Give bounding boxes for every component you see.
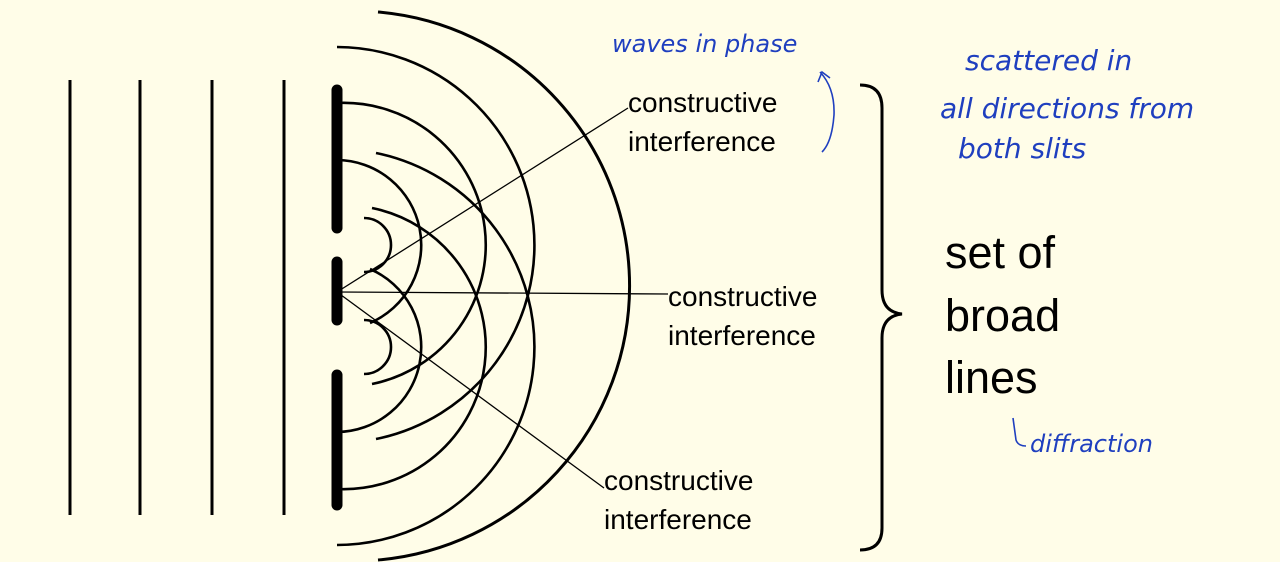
annotation-scattered-2: all directions from bbox=[940, 92, 1194, 125]
annotation-diffraction: diffraction bbox=[1030, 430, 1153, 458]
result-label-line2: broad bbox=[945, 290, 1060, 341]
constructive-label-mid-1: constructive bbox=[668, 281, 817, 312]
grouping-brace bbox=[859, 83, 903, 552]
lower-wavelet-2 bbox=[336, 267, 423, 434]
outer-wavefront bbox=[377, 10, 632, 562]
annotation-scattered-1: scattered in bbox=[965, 44, 1132, 77]
upper-wavelet-4 bbox=[336, 45, 536, 441]
constructive-label-mid-2: interference bbox=[668, 320, 816, 351]
upper-wavelet-1 bbox=[363, 216, 393, 274]
lower-wavelet-1 bbox=[363, 318, 393, 376]
plane-wavefronts bbox=[68, 80, 286, 515]
ray-middle bbox=[336, 291, 669, 295]
upper-wavelet-3 bbox=[336, 101, 488, 386]
result-label-line3: lines bbox=[945, 352, 1038, 403]
annotation-arrow-icon bbox=[817, 70, 831, 83]
constructive-label-top-2: interference bbox=[628, 126, 776, 157]
annotation-waves-in-phase: waves in phase bbox=[612, 30, 797, 58]
interference-rays bbox=[336, 107, 669, 489]
annotation-diffraction-arrow bbox=[1012, 417, 1027, 447]
constructive-label-bot-2: interference bbox=[604, 504, 752, 535]
annotation-bracket bbox=[819, 71, 835, 153]
lower-wavelet-4 bbox=[336, 151, 536, 547]
constructive-label-bot-1: constructive bbox=[604, 465, 753, 496]
upper-wavelet-2 bbox=[336, 158, 423, 325]
result-label-line1: set of bbox=[945, 227, 1056, 278]
lower-wavelet-3 bbox=[336, 206, 488, 491]
constructive-label-top-1: constructive bbox=[628, 87, 777, 118]
ray-lower bbox=[336, 291, 605, 489]
wavelets-lower-slit bbox=[336, 151, 536, 547]
ray-upper bbox=[336, 107, 629, 293]
annotation-scattered-3: both slits bbox=[958, 132, 1086, 165]
